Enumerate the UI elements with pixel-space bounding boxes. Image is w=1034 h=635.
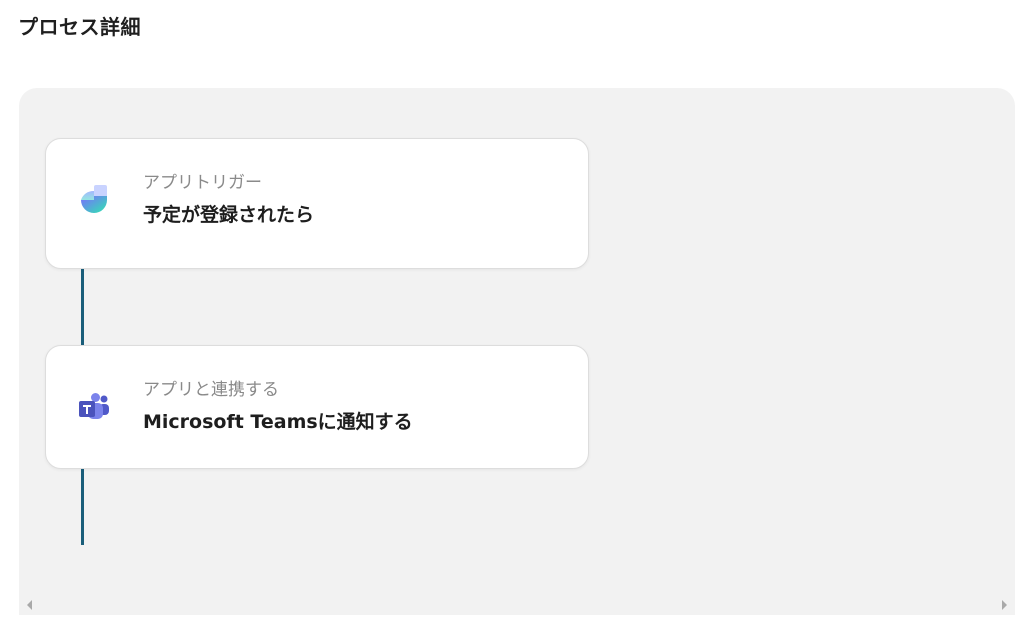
step-action-label: Microsoft Teamsに通知する — [143, 411, 413, 433]
step-kind-label: アプリと連携する — [143, 380, 279, 400]
scroll-right-arrow-icon[interactable] — [1002, 600, 1007, 610]
page-title: プロセス詳細 — [18, 15, 141, 39]
step-connector-tail — [81, 468, 84, 545]
scroll-left-arrow-icon[interactable] — [27, 600, 32, 610]
step-card-teams[interactable]: アプリと連携する Microsoft Teamsに通知する — [45, 345, 589, 469]
step-action-label: 予定が登録されたら — [143, 204, 315, 226]
step-kind-label: アプリトリガー — [143, 173, 262, 193]
calendar-app-icon — [77, 183, 111, 217]
microsoft-teams-icon — [77, 390, 111, 424]
process-flow-panel: アプリトリガー 予定が登録されたら アプリと連携する Microsoft Tea… — [19, 88, 1015, 615]
horizontal-scrollbar[interactable] — [19, 596, 1015, 615]
step-card-trigger[interactable]: アプリトリガー 予定が登録されたら — [45, 138, 589, 269]
step-connector — [81, 268, 84, 346]
